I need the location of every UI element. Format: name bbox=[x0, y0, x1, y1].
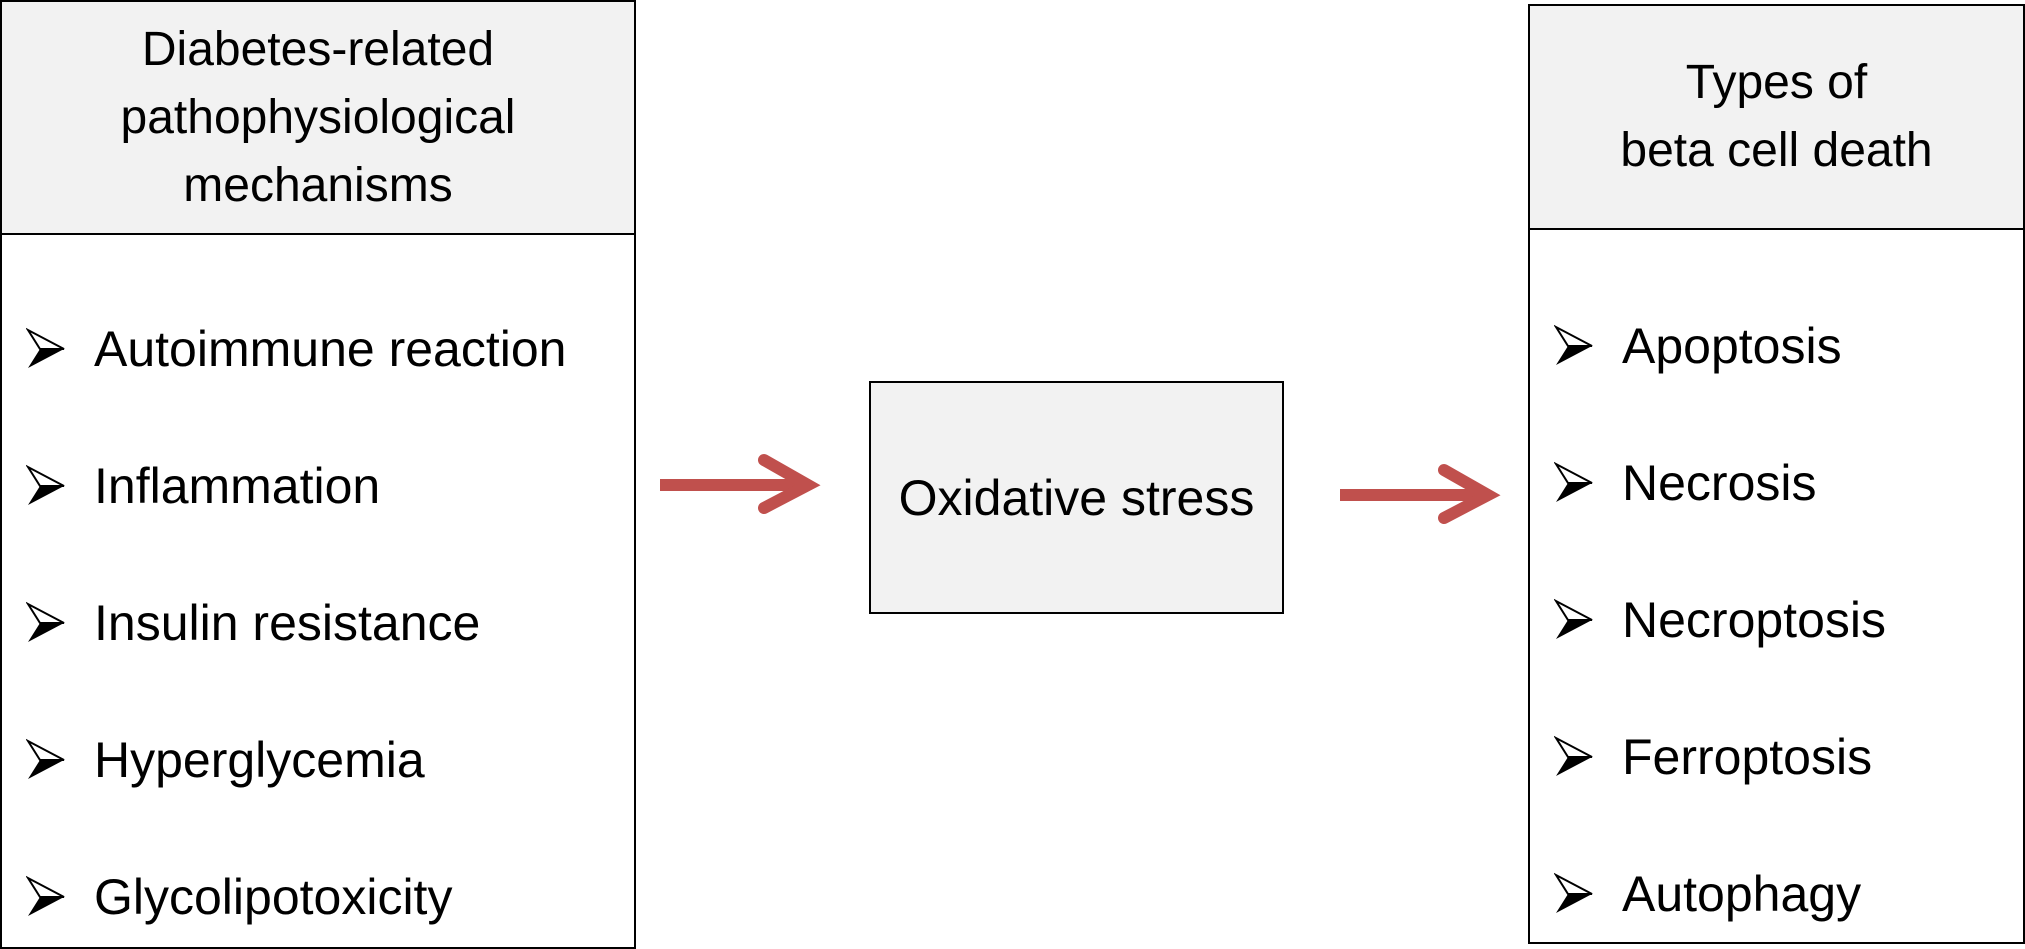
list-item: Inflammation bbox=[26, 446, 380, 526]
right-arrow-icon bbox=[1340, 464, 1501, 524]
cell-death-panel: Types of beta cell death Apoptosis Necro… bbox=[1528, 4, 2025, 944]
list-item: Apoptosis bbox=[1554, 306, 1842, 386]
list-item: Necrosis bbox=[1554, 443, 1816, 523]
list-item-label: Glycolipotoxicity bbox=[94, 869, 453, 925]
list-item-label: Necroptosis bbox=[1622, 592, 1886, 648]
list-item: Autoimmune reaction bbox=[26, 309, 566, 389]
list-item-label: Autophagy bbox=[1622, 866, 1862, 922]
list-item-label: Autoimmune reaction bbox=[94, 321, 567, 377]
list-item: Hyperglycemia bbox=[26, 720, 425, 800]
mechanisms-panel: Diabetes-related pathophysiological mech… bbox=[0, 0, 636, 949]
arrowhead-bullet-icon bbox=[1554, 735, 1594, 779]
arrowhead-bullet-icon bbox=[26, 875, 66, 919]
header-line: beta cell death bbox=[1620, 124, 1933, 177]
arrowhead-bullet-icon bbox=[1554, 461, 1594, 505]
arrowhead-bullet-icon bbox=[26, 327, 66, 371]
arrowhead-bullet-icon bbox=[1554, 598, 1594, 642]
oxidative-stress-box: Oxidative stress bbox=[869, 381, 1284, 614]
arrowhead-bullet-icon bbox=[1554, 324, 1594, 368]
list-item-label: Ferroptosis bbox=[1622, 729, 1873, 785]
header-line: Types of bbox=[1685, 56, 1868, 109]
list-item: Necroptosis bbox=[1554, 580, 1886, 660]
list-item-label: Necrosis bbox=[1622, 455, 1817, 511]
header-line: Diabetes-related bbox=[141, 22, 495, 76]
header-line: mechanisms bbox=[183, 158, 453, 212]
list-item-label: Apoptosis bbox=[1622, 318, 1842, 374]
mechanisms-panel-header: Diabetes-related pathophysiological mech… bbox=[2, 2, 634, 235]
arrowhead-bullet-icon bbox=[26, 738, 66, 782]
list-item: Insulin resistance bbox=[26, 583, 480, 663]
list-item: Ferroptosis bbox=[1554, 717, 1872, 797]
list-item-label: Insulin resistance bbox=[94, 595, 481, 651]
right-arrow-icon bbox=[660, 454, 821, 514]
oxidative-stress-label: Oxidative stress bbox=[898, 469, 1255, 526]
cell-death-panel-header: Types of beta cell death bbox=[1530, 6, 2023, 230]
list-item-label: Inflammation bbox=[94, 458, 381, 514]
arrowhead-bullet-icon bbox=[1554, 872, 1594, 916]
header-line: pathophysiological bbox=[120, 90, 516, 144]
list-item: Glycolipotoxicity bbox=[26, 857, 452, 937]
list-item: Autophagy bbox=[1554, 854, 1861, 934]
arrowhead-bullet-icon bbox=[26, 464, 66, 508]
arrowhead-bullet-icon bbox=[26, 601, 66, 645]
list-item-label: Hyperglycemia bbox=[94, 732, 425, 788]
